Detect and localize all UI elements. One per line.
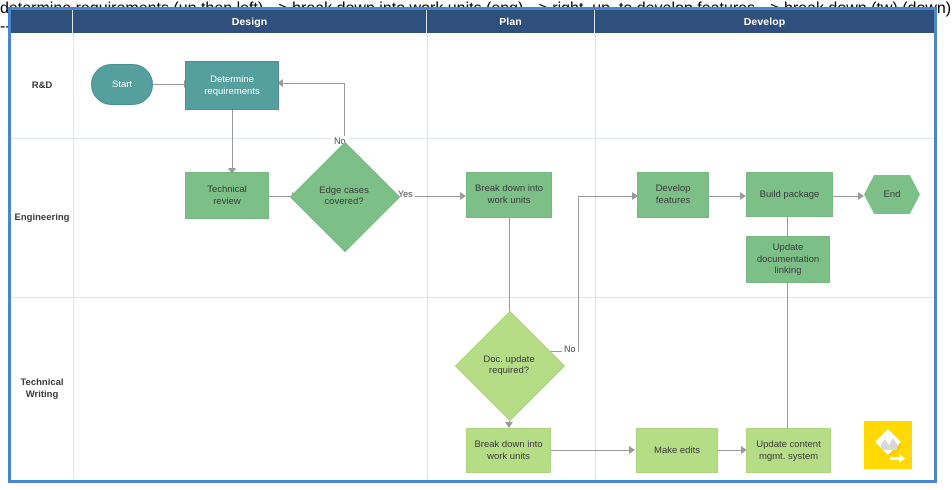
edge-docupdate-no-vertical	[578, 196, 579, 351]
logo-glyph	[875, 429, 905, 463]
edge-label-yes-edge-cases: Yes	[396, 189, 415, 199]
lane-label-column-divider	[73, 33, 74, 480]
node-build-package[interactable]: Build package	[746, 172, 833, 217]
edge-build-to-end	[833, 196, 859, 197]
lane-label-rnd[interactable]: R&D	[31, 79, 53, 91]
edge-start-to-determine	[153, 84, 184, 85]
edge-review-to-edgecases	[269, 196, 293, 197]
phase-divider-design-plan	[427, 33, 428, 480]
phase-header-plan[interactable]: Plan	[427, 10, 595, 33]
phase-header-develop[interactable]: Develop	[595, 10, 934, 33]
edge-edgecases-no-horizontal	[283, 83, 344, 84]
node-make-edits[interactable]: Make edits	[636, 428, 718, 473]
arrowhead-develop-to-build	[740, 192, 746, 200]
node-determine-requirements[interactable]: Determine requirements	[185, 61, 279, 110]
edge-edgecases-no-vertical	[344, 83, 345, 168]
edge-makeedits-to-cms	[718, 450, 742, 451]
lane-divider-rnd-engineering	[11, 138, 934, 139]
node-start[interactable]: Start	[91, 64, 153, 105]
arrowhead-makeedits-to-cms	[741, 446, 747, 454]
edge-label-no-edge-cases: No	[332, 136, 348, 146]
edge-develop-to-build	[709, 196, 741, 197]
edge-label-no-doc-update: No	[562, 344, 578, 354]
edge-determine-to-review	[232, 110, 233, 168]
node-technical-review[interactable]: Technical review	[185, 172, 269, 219]
node-update-documentation-linking[interactable]: Update documentation linking	[746, 236, 830, 283]
arrowhead-build-to-end	[858, 192, 864, 200]
node-break-down-work-units-engineering[interactable]: Break down into work units	[466, 172, 552, 218]
node-end[interactable]: End	[864, 175, 920, 214]
node-develop-features[interactable]: Develop features	[637, 172, 709, 218]
lane-label-engineering[interactable]: Engineering	[14, 211, 70, 223]
arrowhead-edgecases-no	[277, 79, 283, 87]
arrowhead-breakdowntw-to-makeedits	[629, 446, 635, 454]
arrowhead-determine-to-review	[228, 168, 236, 174]
edge-doclink-to-build	[787, 216, 788, 236]
doc-update-label: Doc. update required?	[483, 353, 535, 376]
node-update-content-mgmt-system[interactable]: Update content mgmt. system	[746, 428, 831, 473]
node-break-down-work-units-writing[interactable]: Break down into work units	[466, 428, 551, 473]
lane-divider-engineering-writing	[11, 297, 934, 298]
phase-header-design[interactable]: Design	[73, 10, 427, 33]
arrowhead-docupdate-no	[632, 192, 638, 200]
edge-edgecases-yes	[382, 196, 461, 197]
edge-docupdate-no-h2	[578, 196, 633, 197]
lane-label-technical-writing[interactable]: Technical Writing	[20, 376, 64, 400]
node-doc-update-required[interactable]: Doc. update required?	[454, 310, 566, 422]
lucid-diamond-arrow-logo[interactable]	[864, 421, 912, 469]
node-edge-cases-covered[interactable]: Edge cases covered?	[289, 141, 401, 253]
arrowhead-edgecases-yes	[460, 192, 466, 200]
edge-cases-label: Edge cases covered?	[319, 184, 369, 207]
arrowhead-docupdate-yes	[505, 422, 513, 428]
phase-divider-plan-develop	[595, 33, 596, 480]
edge-cms-to-doclink	[787, 283, 788, 428]
edge-breakdowntw-to-makeedits	[551, 450, 630, 451]
edge-breakdown-to-docupdate	[509, 218, 510, 322]
phase-header-blank	[11, 10, 73, 33]
